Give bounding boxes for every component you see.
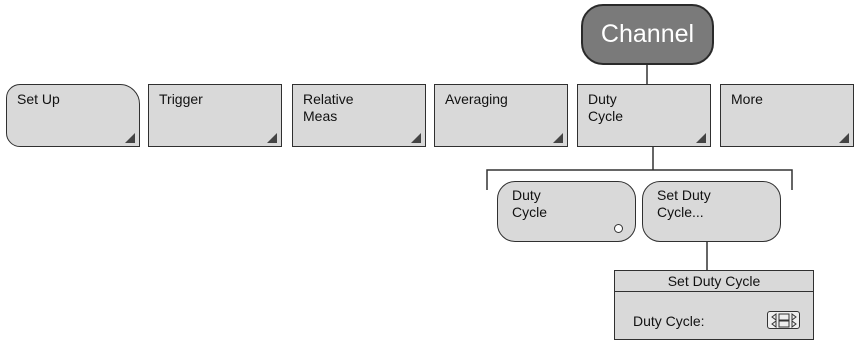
submenu-corner-icon	[553, 133, 563, 143]
submenu-corner-icon	[839, 133, 849, 143]
submenu-corner-icon	[267, 133, 277, 143]
softkey-more[interactable]: More	[720, 84, 854, 147]
submenu-label-line2: Cycle...	[657, 204, 704, 220]
submenu-corner-icon	[696, 133, 706, 143]
submenu-corner-icon	[411, 133, 421, 143]
softkey-relative-meas[interactable]: Relative Meas	[292, 84, 426, 147]
submenu-duty-cycle-toggle[interactable]: Duty Cycle	[497, 181, 636, 242]
softkey-label: Trigger	[159, 91, 203, 107]
softkey-set-up[interactable]: Set Up	[6, 84, 140, 147]
submenu-set-duty-cycle[interactable]: Set Duty Cycle...	[642, 181, 781, 242]
softkey-label-line2: Cycle	[588, 108, 624, 124]
softkey-label-line2: Meas	[303, 108, 338, 124]
softkey-label: More	[731, 91, 763, 107]
submenu-label: Duty	[512, 187, 541, 203]
softkey-label: Duty	[588, 91, 617, 107]
softkey-duty-cycle[interactable]: Duty Cycle	[577, 84, 711, 147]
submenu-label: Set Duty	[657, 187, 711, 203]
radio-circle-icon	[614, 224, 623, 233]
softkey-label: Relative	[303, 91, 354, 107]
submenu-corner-icon	[125, 133, 135, 143]
softkey-trigger[interactable]: Trigger	[148, 84, 282, 147]
softkey-label: Averaging	[445, 91, 508, 107]
spin-control-icon[interactable]	[767, 311, 800, 329]
softkey-averaging[interactable]: Averaging	[434, 84, 568, 147]
channel-label: Channel	[600, 20, 695, 48]
set-duty-cycle-dialog: Set Duty Cycle Duty Cycle:	[614, 270, 814, 340]
submenu-label-line2: Cycle	[512, 204, 548, 220]
softkey-label: Set Up	[17, 91, 60, 107]
duty-cycle-field-label: Duty Cycle:	[633, 313, 705, 329]
channel-key[interactable]: Channel	[581, 4, 714, 65]
dialog-title: Set Duty Cycle	[615, 271, 813, 292]
